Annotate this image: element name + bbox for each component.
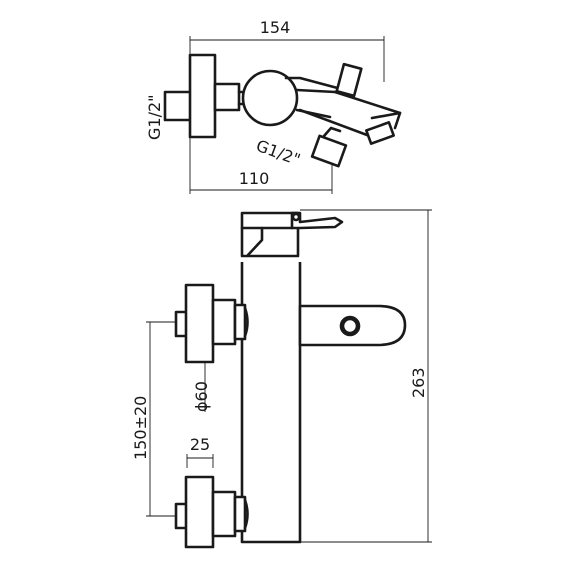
front-upper-inlet (174, 283, 249, 364)
dimension-label-150: 150±20 (131, 396, 150, 460)
dimension-label-154: 154 (260, 18, 291, 37)
dimension-25: 25 (186, 435, 214, 468)
dimension-263: 263 (242, 209, 432, 543)
thread-label-vertical: G1/2" (145, 94, 164, 140)
dimension-label-110: 110 (239, 169, 270, 188)
top-spout (298, 90, 402, 145)
dimension-150: 150±20 (131, 321, 176, 517)
top-mixer-body (241, 62, 363, 127)
dimension-154: 154 (189, 18, 385, 82)
front-view: 263 150±20 ϕ60 25 (131, 209, 432, 549)
dimension-110: 110 (189, 130, 333, 194)
top-shower-outlet (310, 126, 348, 168)
top-view: 154 110 G1/2" G1/2" (145, 18, 402, 194)
front-lower-inlet (174, 475, 249, 549)
dimension-label-25: 25 (190, 435, 210, 454)
front-spout (298, 304, 407, 347)
dimension-label-phi60: ϕ60 (192, 381, 211, 412)
dimension-label-263: 263 (409, 367, 428, 398)
front-main-body (240, 211, 344, 544)
thread-label-angled: G1/2" (254, 136, 303, 169)
